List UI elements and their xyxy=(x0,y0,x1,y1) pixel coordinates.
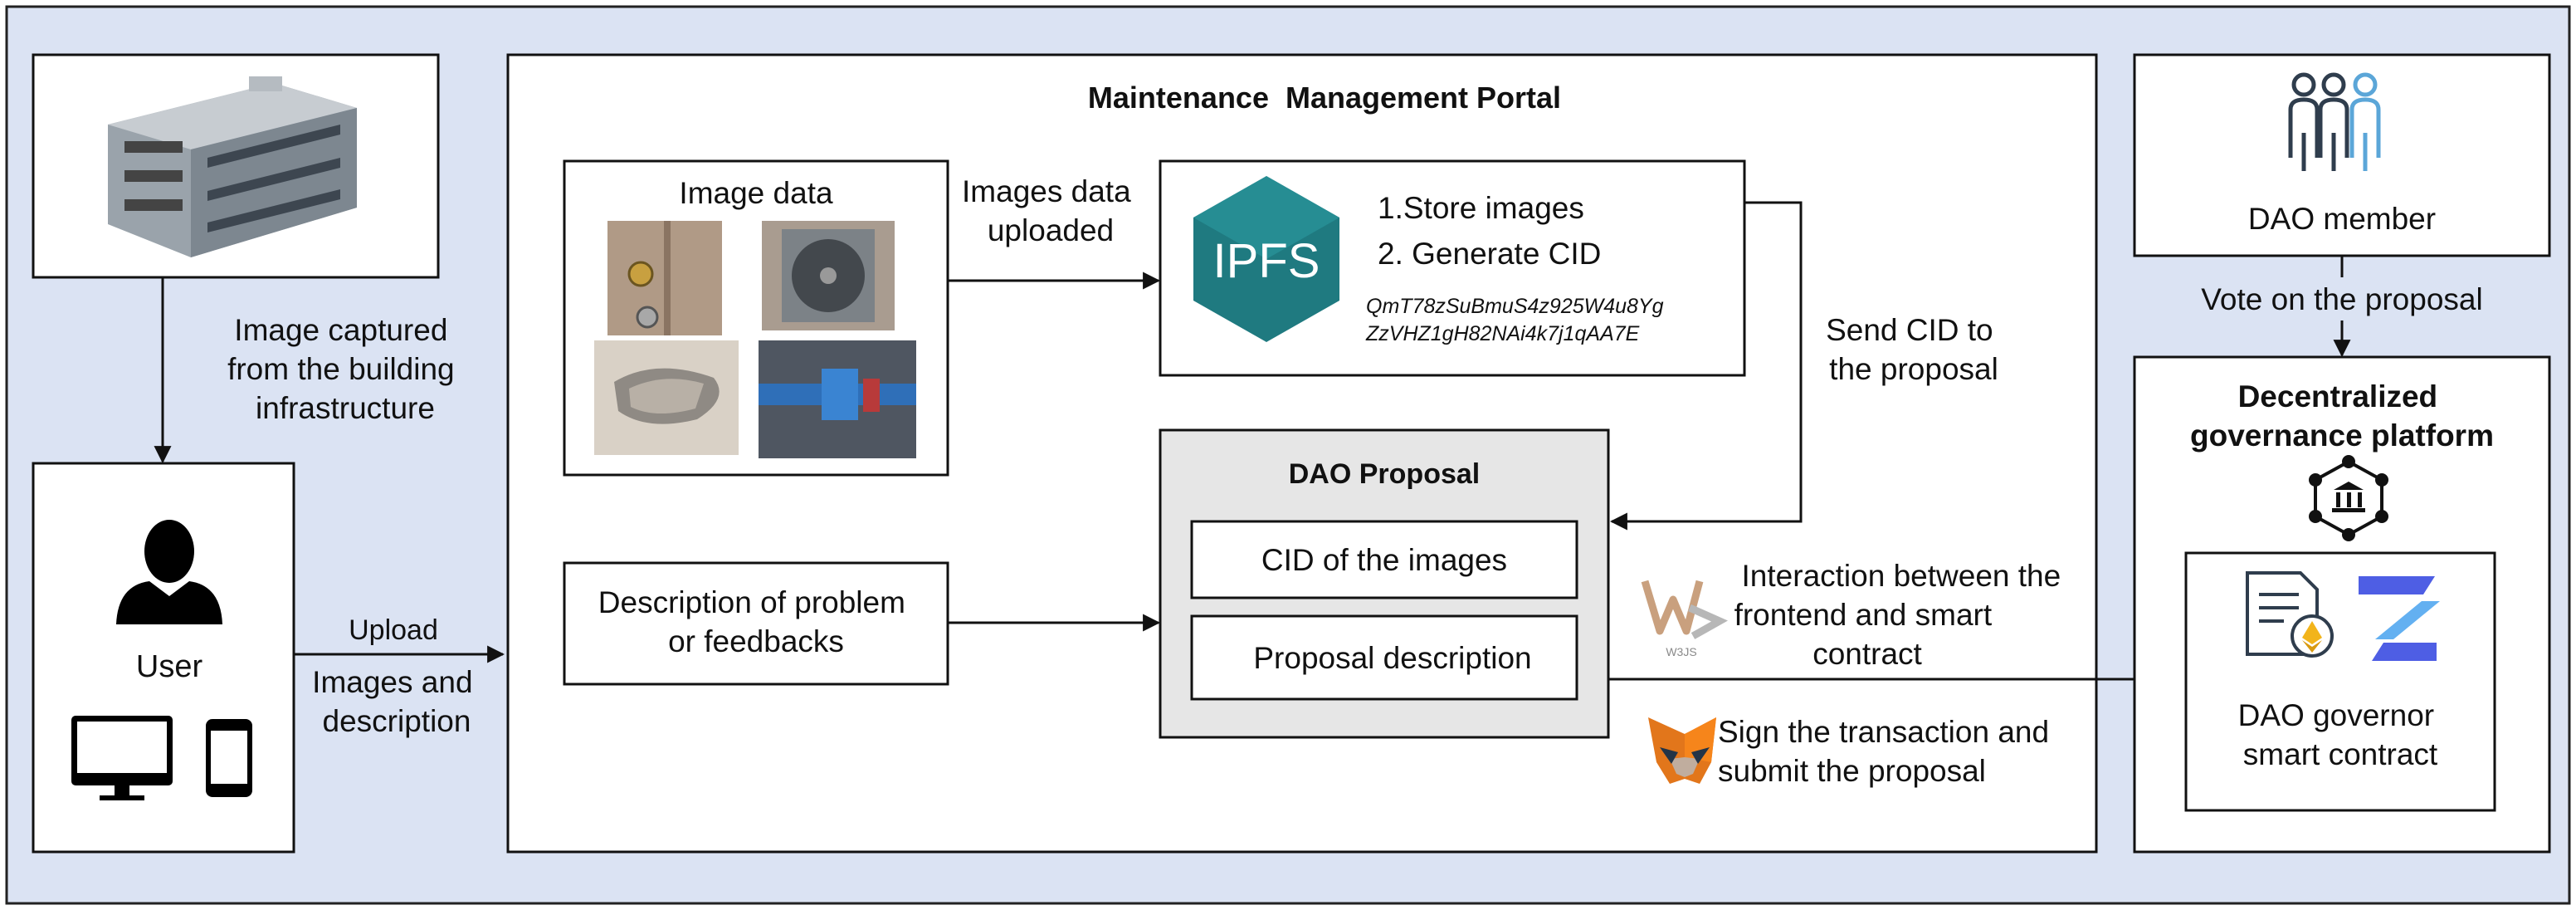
governance-title: Decentralized governance platform xyxy=(2190,379,2494,453)
door-lock-photo xyxy=(607,221,722,335)
upload-label: Upload xyxy=(349,614,438,646)
send-cid-label: Send CID to the proposal xyxy=(1826,313,2002,386)
ethereum-contract-icon xyxy=(2246,571,2334,658)
vote-label: Vote on the proposal xyxy=(2201,282,2482,316)
web3js-logo-text: W3JS xyxy=(1666,645,1696,658)
portal-title: Maintenance Management Portal xyxy=(1088,81,1561,115)
description-label: Description of problem or feedbacks xyxy=(598,585,914,658)
proposal-desc-item xyxy=(1190,614,1578,701)
bank-network-icon xyxy=(2309,455,2388,541)
proposal-title: DAO Proposal xyxy=(1289,458,1480,490)
governor-contract-label: DAO governor smart contract xyxy=(2238,698,2443,771)
web3-label: Interaction between the frontend and sma… xyxy=(1734,559,2070,671)
proposal-desc-text: Proposal description xyxy=(1253,641,1531,675)
proposal-cid-text: CID of the images xyxy=(1261,543,1507,577)
ipfs-logo-text: IPFS xyxy=(1213,234,1320,288)
metamask-label: Sign the transaction and submit the prop… xyxy=(1718,715,2057,788)
ipfs-step1: 1.Store images xyxy=(1378,191,1584,225)
ipfs-step2: 2. Generate CID xyxy=(1378,237,1601,271)
images-uploaded-label: Images data uploaded xyxy=(962,174,1139,247)
pipe-valve-photo xyxy=(759,340,916,458)
capture-label: Image captured from the building infrast… xyxy=(227,313,463,425)
arrow-send-cid xyxy=(1609,201,1803,531)
people-group-icon xyxy=(2288,72,2381,171)
proposal-cid-item xyxy=(1190,520,1578,599)
building-image xyxy=(108,76,357,257)
image-data-title: Image data xyxy=(679,176,833,210)
vote-label-bg xyxy=(2161,277,2526,320)
phone-icon xyxy=(206,719,252,797)
desktop-icon xyxy=(71,716,173,800)
governor-contract-box xyxy=(2184,551,2496,812)
openzeppelin-logo-icon xyxy=(2359,576,2440,661)
ipfs-logo-icon xyxy=(1193,176,1339,342)
description-box xyxy=(563,561,949,686)
user-icon xyxy=(116,520,222,624)
dao-member-label: DAO member xyxy=(2248,202,2436,236)
metamask-fox-icon xyxy=(1648,717,1716,784)
user-label: User xyxy=(136,649,203,684)
ac-unit-photo xyxy=(762,221,895,330)
damaged-wall-photo xyxy=(594,340,739,455)
upload-detail: Images and description xyxy=(312,665,481,738)
web3js-logo-icon xyxy=(1641,580,1729,639)
ipfs-cid: QmT78zSuBmuS4z925W4u8Yg ZzVHZ1gH82NAi4k7… xyxy=(1365,295,1669,345)
